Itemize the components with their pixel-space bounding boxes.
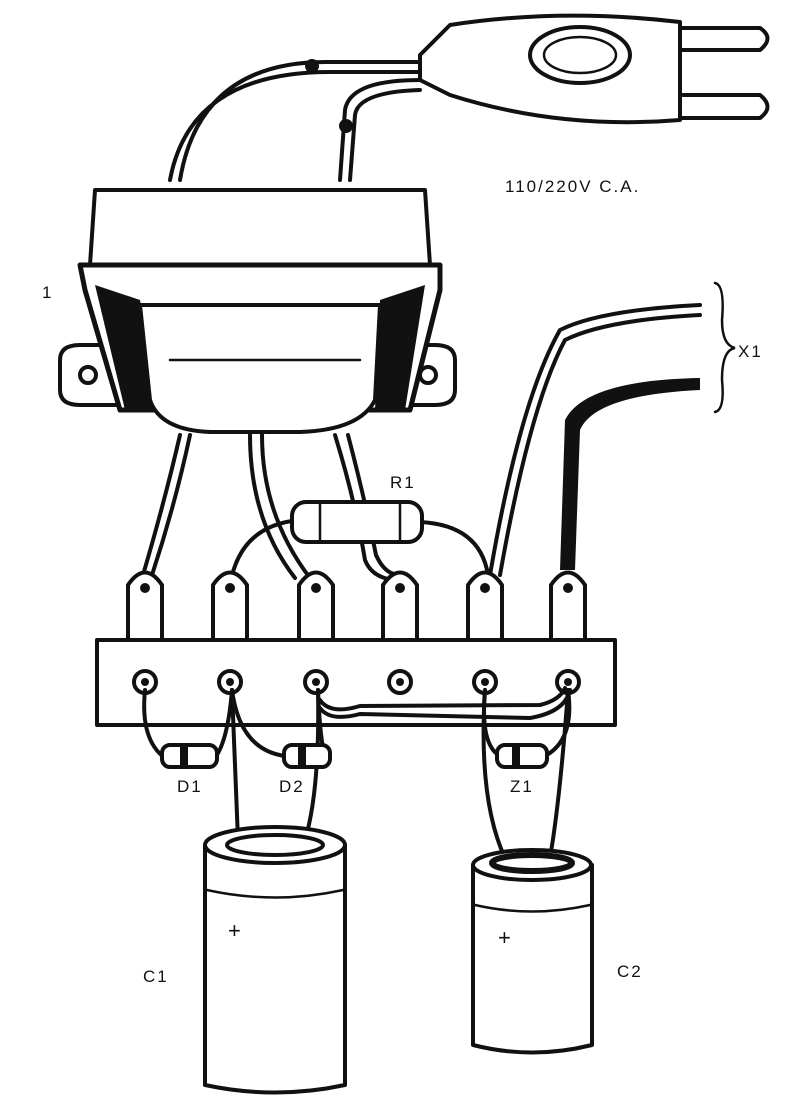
c2-label: C2 bbox=[617, 962, 643, 981]
terminal-lug bbox=[549, 570, 587, 642]
terminal-lug bbox=[381, 570, 419, 642]
z1-label: Z1 bbox=[510, 777, 534, 796]
transformer bbox=[58, 188, 457, 434]
r1-label: R1 bbox=[390, 473, 416, 492]
lug-hole bbox=[225, 583, 235, 593]
diode-d1 bbox=[160, 743, 219, 769]
screw-center bbox=[564, 678, 572, 686]
mains-cord bbox=[168, 59, 422, 182]
lug-hole bbox=[140, 583, 150, 593]
output-leads bbox=[488, 281, 736, 577]
screw-center bbox=[481, 678, 489, 686]
zener-z1 bbox=[495, 743, 549, 769]
resistor-r1 bbox=[228, 500, 490, 587]
x1-label: X1 bbox=[738, 342, 763, 361]
terminal-screw bbox=[303, 669, 329, 695]
transformer-label: 1 bbox=[42, 283, 53, 302]
lug-hole bbox=[563, 583, 573, 593]
c1-plus-sign: + bbox=[228, 918, 243, 943]
c2-plus-sign: + bbox=[498, 925, 513, 950]
diode-d2 bbox=[282, 743, 332, 769]
transformer-leads bbox=[141, 433, 402, 582]
supply-label: 110/220V C.A. bbox=[505, 177, 640, 196]
lug-hole bbox=[395, 583, 405, 593]
screw-center bbox=[141, 678, 149, 686]
terminal-lug bbox=[466, 570, 504, 642]
capacitor-c1 bbox=[203, 825, 347, 1095]
terminal-strip bbox=[95, 570, 617, 727]
screw-center bbox=[396, 678, 404, 686]
capacitor-c2 bbox=[471, 848, 594, 1055]
terminal-lug bbox=[126, 570, 164, 642]
d2-label: D2 bbox=[279, 777, 305, 796]
screw-center bbox=[312, 678, 320, 686]
c1-label: C1 bbox=[143, 967, 169, 986]
screw-center bbox=[226, 678, 234, 686]
lug-hole bbox=[311, 583, 321, 593]
d1-label: D1 bbox=[177, 777, 203, 796]
lower-wiring bbox=[142, 686, 572, 860]
terminal-lug bbox=[297, 570, 335, 642]
terminal-screw bbox=[387, 669, 413, 695]
lug-hole bbox=[480, 583, 490, 593]
power-plug bbox=[418, 13, 770, 125]
terminal-lug bbox=[211, 570, 249, 642]
